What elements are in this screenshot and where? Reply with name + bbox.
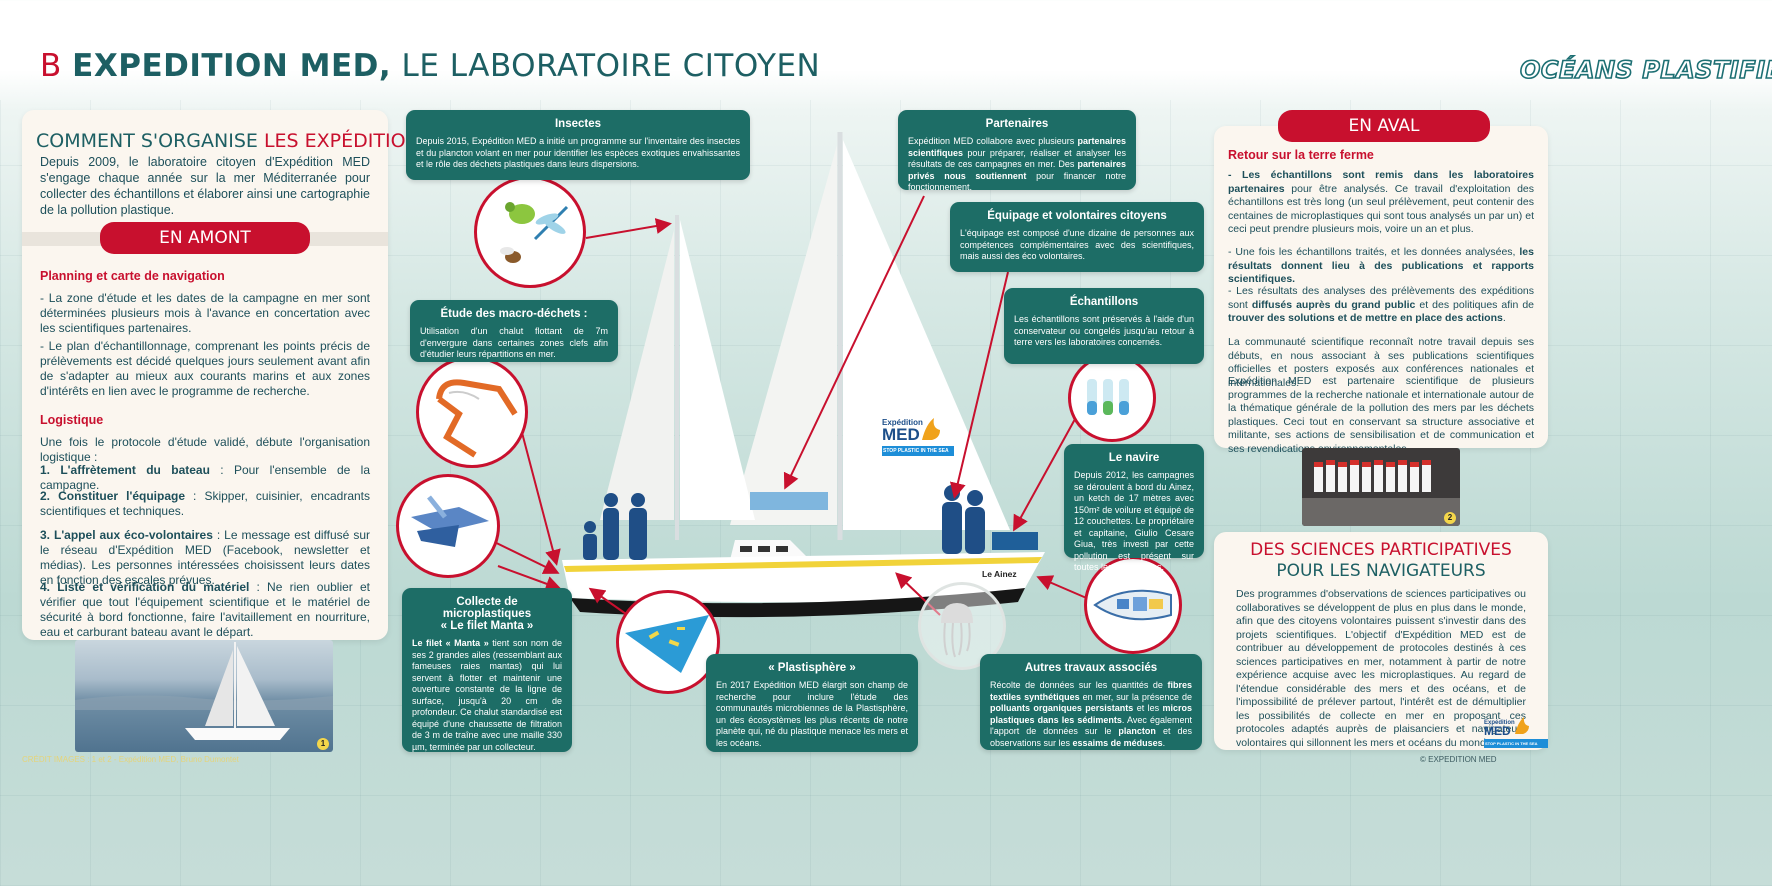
partenaires-box: Partenaires Expédition MED collabore ave… [898,110,1136,192]
retour-p1: - Les échantillons sont remis dans les l… [1228,169,1534,235]
sciences-heading-2: POUR LES NAVIGATEURS [1276,561,1486,581]
planning-title: Planning et carte de navigation [40,269,225,283]
autres-travaux-text: Récolte de données sur les quantités de … [990,680,1193,748]
right-bottom-card [1214,532,1548,750]
footer-logo-flame-icon [1515,717,1529,734]
sciences-text: Des programmes d'observations de science… [1236,588,1526,749]
samples-tubes-circle [1068,354,1156,442]
microplastic-sample-icon [625,615,709,673]
footer-logo-banner: STOP PLASTIC IN THE SEA [1484,739,1548,748]
collecte-microplastiques-box: Collecte de microplastiques « Le filet M… [402,588,572,752]
navire-text: Depuis 2012, les campagnes se déroulent … [1074,470,1194,572]
plastisphere-box: « Plastisphère » En 2017 Expédition MED … [706,654,918,752]
insectes-title: Insectes [554,118,602,130]
macro-dechets-box: Étude des macro-déchets : Utilisation d'… [410,300,618,362]
logistique-title: Logistique [40,413,104,427]
partenaires-title: Partenaires [985,118,1049,130]
macro-dechets-title: Étude des macro-déchets : [440,308,588,320]
macro-waste-trawl-circle [416,356,528,468]
oceans-plastifies-logo: OCÉANS PLASTIFIÉS [1519,55,1772,85]
logistique-intro: Une fois le protocole d'étude validé, dé… [40,435,370,464]
photo-2-number: 2 [1444,512,1456,524]
collecte-title-1: Collecte de microplastiques [442,596,532,620]
test-tubes-icon [1087,379,1129,415]
title-bold: EXPEDITION MED, [72,48,392,84]
logo-banner: STOP PLASTIC IN THE SEA [882,446,954,456]
expedition-med-logo-footer: Expédition MED STOP PLASTIC IN THE SEA [1484,720,1548,748]
en-amont-pill: EN AMONT [100,222,310,254]
navire-title: Le navire [1108,452,1160,464]
left-intro: Depuis 2009, le laboratoire citoyen d'Ex… [40,155,370,217]
planning-p2: - Le plan d'échantillonnage, comprenant … [40,339,370,398]
manta-net-icon [411,495,489,547]
retour-p5: Expédition MED est partenaire scientifiq… [1228,375,1534,455]
plastisphere-circle [616,590,720,694]
logistique-item-1: 1. L'affrètement du bateau : Pour l'ense… [40,463,370,492]
sailboat-photo-illustration [75,642,333,740]
collecte-text: Le filet « Manta » tient son nom de ses … [412,638,562,752]
left-heading-a: COMMENT S'ORGANISE [36,130,264,152]
retour-p3: - Les résultats des analyses des prélève… [1228,285,1535,324]
image-credits: CRÉDIT IMAGES : 1 et 2 - Expédition MED,… [22,755,239,764]
copyright: © EXPEDITION MED [1420,755,1497,764]
autres-travaux-title: Autres travaux associés [1024,662,1158,674]
left-card [22,110,388,640]
equipage-title: Équipage et volontaires citoyens [987,210,1167,222]
photo-1-number: 1 [317,738,329,750]
lab-samples-photo-2 [1302,448,1460,526]
boat-photo-1 [75,640,333,752]
macro-dechets-text: Utilisation d'un chalut flottant de 7m d… [420,326,608,359]
sciences-heading-1: DES SCIENCES PARTICIPATIVES [1250,540,1512,560]
footer-logo-line-1: Expédition [1484,720,1515,726]
boat-layout-icon [1093,589,1172,621]
autres-travaux-box: Autres travaux associés Récolte de donné… [980,654,1202,750]
right-top-card [1214,126,1548,448]
insects-circle [474,176,586,288]
trawl-net-icon [436,379,518,458]
collecte-title-2: « Le filet Manta » [440,620,534,632]
plastisphere-text: En 2017 Expédition MED élargit son champ… [716,680,908,748]
sailboat-illustration [562,132,1045,618]
insects-icon [500,202,569,263]
jellyfish-icon [941,603,973,658]
echantillons-title: Échantillons [1069,296,1139,308]
echantillons-box: Échantillons Les échantillons sont prése… [1004,288,1204,364]
insectes-text: Depuis 2015, Expédition MED a initié un … [416,136,740,169]
left-heading-b: LES EXPÉDITIONS ? [263,130,448,152]
section-letter: B [40,48,62,84]
equipage-text: L'équipage est composé d'une dizaine de … [960,228,1194,261]
en-aval-pill: EN AVAL [1278,110,1490,142]
navire-box: Le navire Depuis 2012, les campagnes se … [1064,444,1204,572]
logo-flame-icon [922,418,940,440]
equipage-box: Équipage et volontaires citoyens L'équip… [950,202,1204,272]
plastisphere-title: « Plastisphère » [768,662,856,674]
title-rest: LE LABORATOIRE CITOYEN [391,48,821,84]
retour-p4: La communauté scientifique reconnaît not… [1228,336,1534,389]
logistique-item-4: 4. Liste et vérification du matériel : N… [40,580,371,639]
planning-p1: - La zone d'étude et les dates de la cam… [40,291,370,335]
page-title: B EXPEDITION MED, LE LABORATOIRE CITOYEN [40,48,820,84]
echantillons-text: Les échantillons sont préservés à l'aide… [1014,314,1194,347]
logistique-item-2: 2. Constituer l'équipage : Skipper, cuis… [40,489,370,518]
retour-title: Retour sur la terre ferme [1228,148,1374,162]
manta-net-circle [396,474,500,578]
retour-p2: - Une fois les échantillons traités, et … [1228,246,1534,285]
footer-logo-line-2: MED [1484,724,1511,738]
left-heading: COMMENT S'ORGANISE LES EXPÉDITIONS ? [36,130,448,152]
boat-plan-circle [1084,556,1182,654]
logistique-item-3: 3. L'appel aux éco-volontaires : Le mess… [40,528,370,587]
partenaires-text: Expédition MED collabore avec plusieurs … [908,136,1126,192]
insectes-box: Insectes Depuis 2015, Expédition MED a i… [406,110,750,180]
boat-name-label: Le Ainez [982,569,1017,579]
sample-jars-illustration [1302,460,1460,526]
